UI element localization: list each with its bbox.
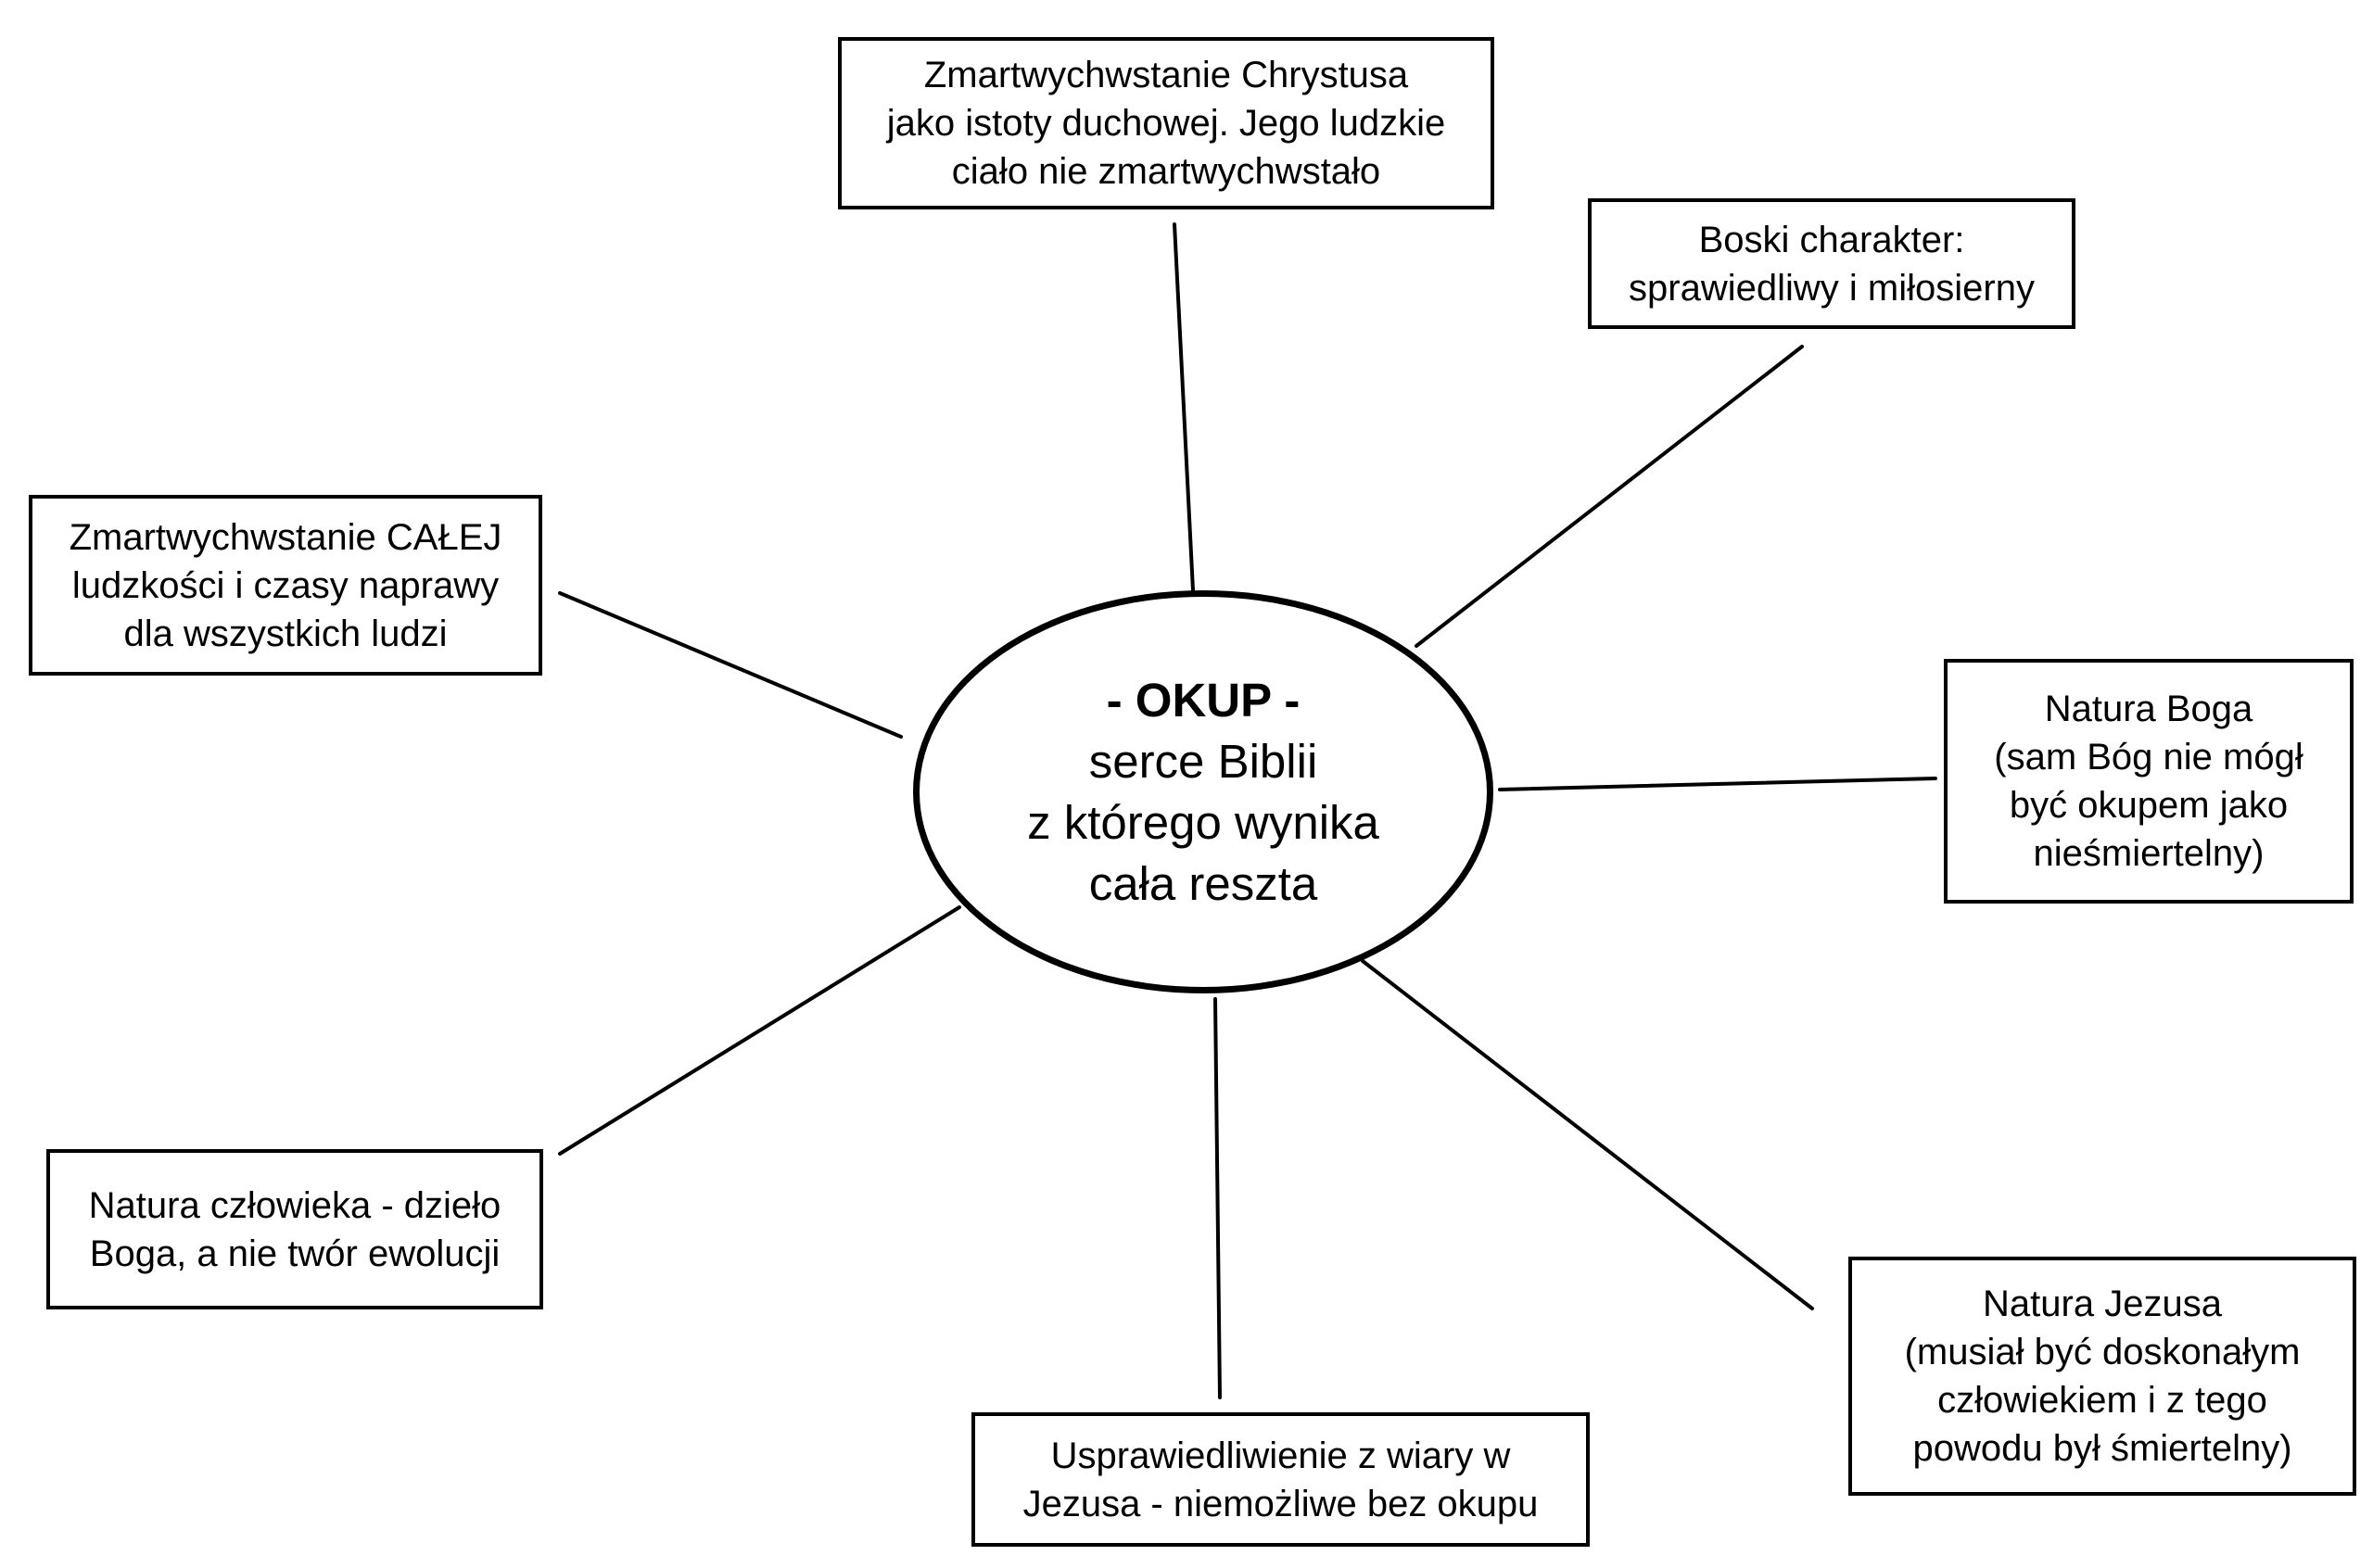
- node-line: powodu był śmiertelny): [1912, 1428, 2292, 1469]
- node-line: ciało nie zmartwychwstało: [951, 151, 1381, 192]
- node-line: sprawiedliwy i miłosierny: [1629, 267, 2035, 309]
- node-line: Zmartwychwstanie CAŁEJ: [69, 516, 502, 558]
- node-line: nieśmiertelny): [2033, 833, 2265, 874]
- node-nature-of-jesus: Natura Jezusa (musiał być doskonałym czł…: [1848, 1257, 2356, 1496]
- node-line: być okupem jako: [2009, 785, 2289, 826]
- connector-top-right: [1415, 345, 1804, 648]
- node-nature-of-god: Natura Boga (sam Bóg nie mógł być okupem…: [1944, 659, 2354, 904]
- node-nature-of-man: Natura człowieka - dzieło Boga, a nie tw…: [46, 1149, 543, 1309]
- node-resurrection-of-christ: Zmartwychwstanie Chrystusa jako istoty d…: [838, 37, 1494, 209]
- node-line: człowiekiem i z tego: [1937, 1380, 2267, 1421]
- node-line: Natura człowieka - dzieło: [88, 1184, 501, 1226]
- node-resurrection-of-mankind: Zmartwychwstanie CAŁEJ ludzkości i czasy…: [29, 495, 542, 676]
- center-line: cała reszta: [1088, 856, 1318, 910]
- node-line: jako istoty duchowej. Jego ludzkie: [886, 103, 1446, 144]
- center-line: z którego wynika: [1027, 795, 1379, 849]
- node-line: Boga, a nie twór ewolucji: [89, 1233, 501, 1274]
- node-divine-character: Boski charakter: sprawiedliwy i miłosier…: [1588, 198, 2075, 329]
- node-line: Boski charakter:: [1698, 219, 1965, 260]
- center-node-okup: - OKUP - serce Biblii z którego wynika c…: [913, 590, 1493, 993]
- node-line: (musiał być doskonałym: [1904, 1332, 2301, 1372]
- connector-top: [1173, 222, 1195, 592]
- node-line: ludzkości i czasy naprawy: [71, 564, 500, 606]
- node-line: (sam Bóg nie mógł: [1994, 737, 2303, 778]
- node-justification-by-faith: Usprawiedliwienie z wiary w Jezusa - nie…: [971, 1412, 1590, 1547]
- connector-bottom-right: [1361, 959, 1814, 1310]
- connector-bottom-left: [558, 905, 961, 1156]
- center-title: - OKUP -: [1106, 673, 1301, 727]
- node-line: Usprawiedliwienie z wiary w: [1050, 1435, 1511, 1476]
- node-line: Natura Jezusa: [1983, 1283, 2222, 1324]
- node-line: dla wszystkich ludzi: [123, 613, 448, 654]
- center-line: serce Biblii: [1088, 734, 1318, 788]
- node-line: Natura Boga: [2044, 689, 2253, 729]
- connector-left: [558, 591, 903, 739]
- connector-right: [1498, 777, 1937, 791]
- node-line: Zmartwychwstanie Chrystusa: [923, 55, 1409, 95]
- connector-bottom: [1213, 997, 1222, 1399]
- node-line: Jezusa - niemożliwe bez okupu: [1022, 1483, 1539, 1524]
